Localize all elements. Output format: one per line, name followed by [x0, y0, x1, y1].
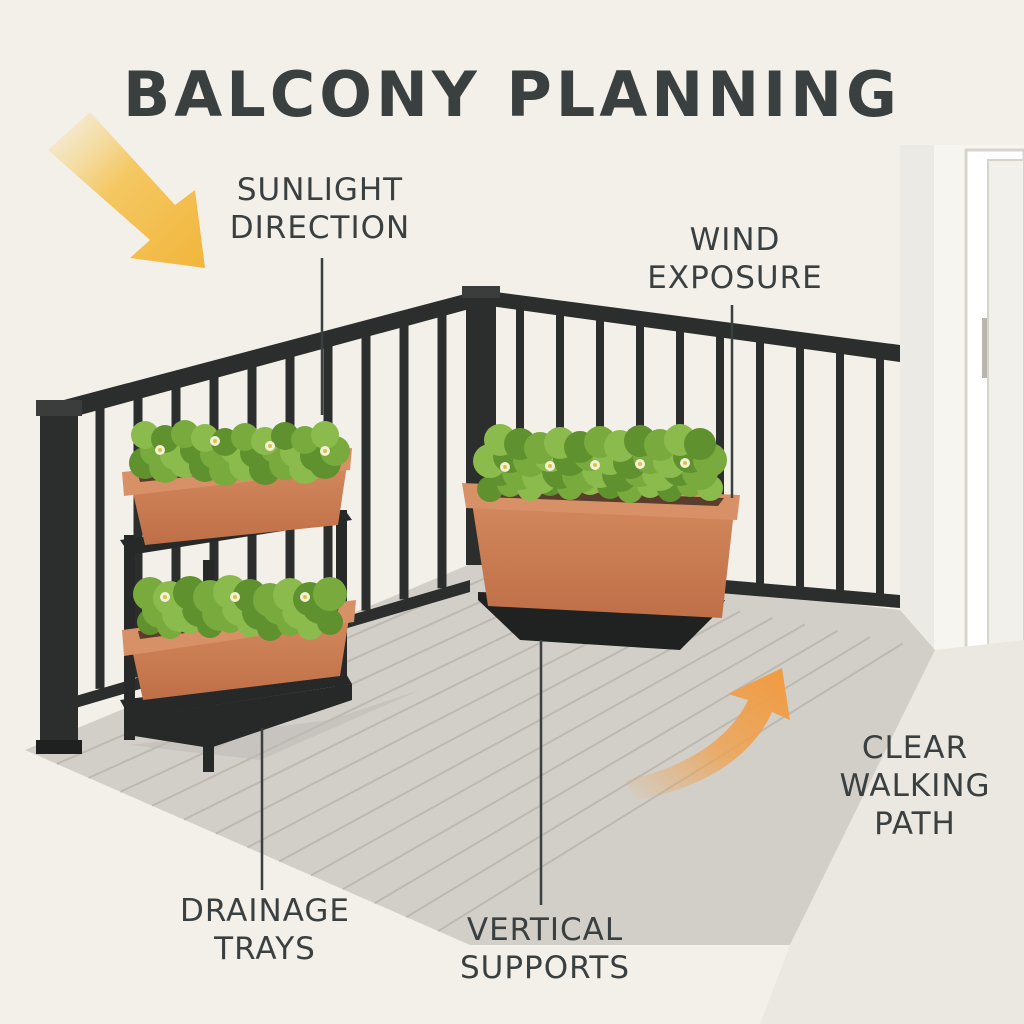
page-title: BALCONY PLANNING	[123, 58, 901, 131]
clear-walking-path-label: CLEAR WALKING PATH	[839, 730, 991, 842]
drainage-trays-label: DRAINAGE TRAYS	[180, 893, 350, 967]
stand-planter-top	[122, 420, 352, 545]
building-wall	[900, 145, 1024, 682]
wind-arrow	[625, 668, 790, 800]
sunlight-arrow	[48, 112, 205, 268]
vertical-supports-label: VERTICAL SUPPORTS	[459, 912, 631, 986]
sunlight-direction-label: SUNLIGHT DIRECTION	[229, 172, 411, 246]
floor-planter	[462, 424, 740, 650]
leader-lines	[260, 258, 734, 905]
wind-exposure-label: WIND EXPOSURE	[647, 222, 823, 296]
stand-planter-bottom	[122, 575, 356, 700]
